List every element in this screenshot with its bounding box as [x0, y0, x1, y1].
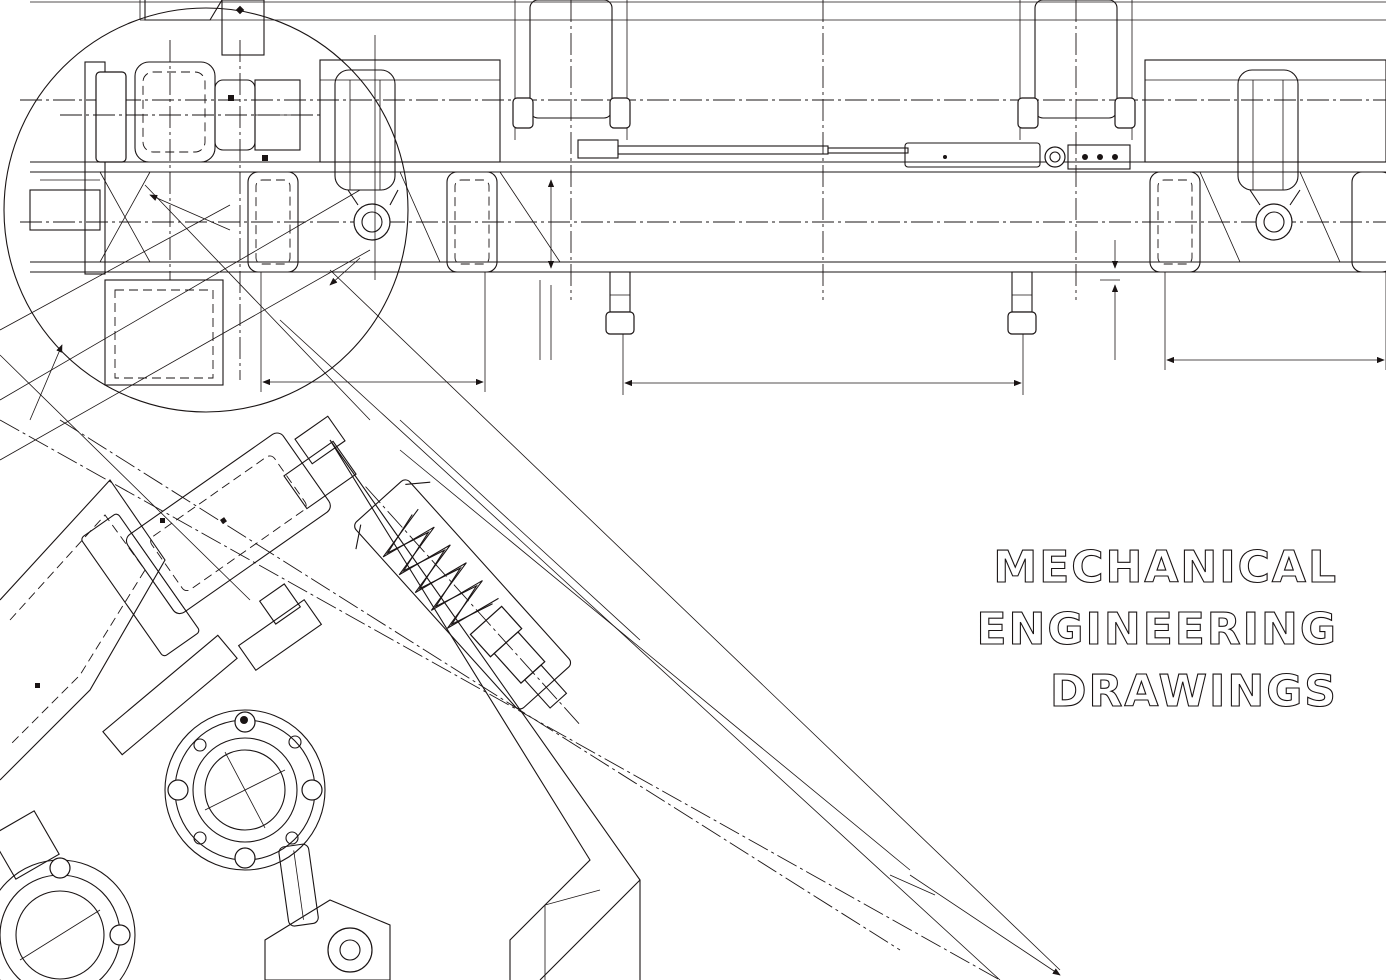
title-line-1: MECHANICAL	[993, 542, 1338, 593]
title-line-2: ENGINEERING	[977, 604, 1339, 655]
title-line-3: DRAWINGS	[1050, 666, 1338, 717]
drawing-title: MECHANICAL ENGINEERING DRAWINGS	[976, 541, 1339, 717]
top-assembly	[20, 0, 1386, 395]
detail-view-circle	[3, 0, 409, 413]
lower-assembly	[0, 184, 1061, 980]
